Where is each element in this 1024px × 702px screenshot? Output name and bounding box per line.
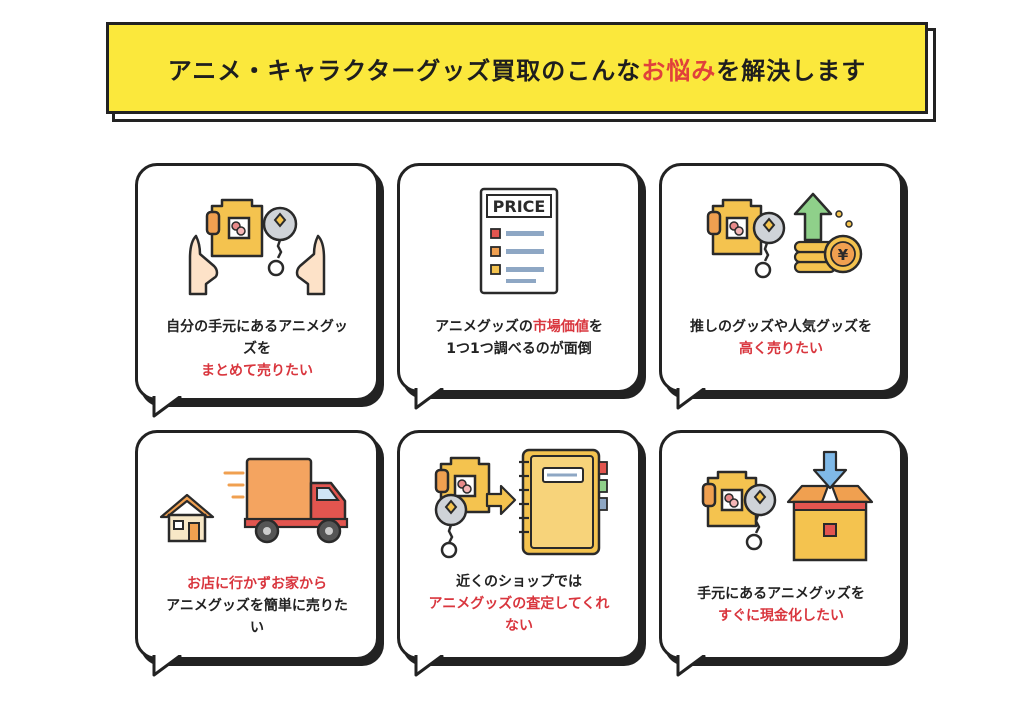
caption-highlight: ない: [505, 618, 533, 634]
goods-coins-up-arrow-icon: ¥: [662, 166, 900, 316]
header-banner: アニメ・キャラクターグッズ買取のこんなお悩みを解決します: [106, 22, 936, 122]
goods-to-notebook-icon: [400, 433, 638, 571]
problem-card-instant-cash: 手元にあるアニメグッズを すぐに現金化したい: [659, 430, 909, 677]
problem-card-bulk-sell: 自分の手元にあるアニメグッ ズを まとめて売りたい: [135, 163, 385, 418]
bubble-tail: [676, 388, 707, 410]
banner-title-accent: お悩み: [641, 56, 717, 85]
price-label: PRICE: [493, 197, 546, 216]
caption-highlight: すぐに現金化したい: [718, 608, 844, 624]
card-bubble: お店に行かずお家から アニメグッズを簡単に売りた い: [135, 430, 379, 660]
card-bubble: PRICE アニメグッズの市場価値を 1つ1つ調べるのが面倒: [397, 163, 641, 393]
card-bubble: 近くのショップでは アニメグッズの査定してくれ ない: [397, 430, 641, 660]
caption-highlight: お店に行かずお家から: [187, 576, 327, 592]
caption-line: アニメグッズを簡単に売りた: [166, 598, 348, 614]
card-caption: 近くのショップでは アニメグッズの査定してくれ ない: [400, 571, 638, 637]
card-caption: アニメグッズの市場価値を 1つ1つ調べるのが面倒: [400, 316, 638, 360]
banner-title-text: アニメ・キャラクターグッズ買取のこんな: [167, 56, 642, 85]
problem-card-sell-from-home: お店に行かずお家から アニメグッズを簡単に売りた い: [135, 430, 385, 677]
caption-line: アニメグッズの市場価値を: [408, 316, 630, 338]
card-caption: お店に行かずお家から アニメグッズを簡単に売りた い: [138, 573, 376, 639]
problem-card-market-value: PRICE アニメグッズの市場価値を 1つ1つ調べるのが面倒: [397, 163, 647, 410]
caption-line: 手元にあるアニメグッズを: [697, 586, 865, 602]
goods-into-box-icon: [662, 433, 900, 583]
house-delivery-truck-icon: [138, 433, 376, 573]
card-bubble: ¥ 推しのグッズや人気グッズを 高く売りたい: [659, 163, 903, 393]
price-list-icon: PRICE: [400, 166, 638, 316]
bubble-tail: [414, 388, 445, 410]
banner-face: アニメ・キャラクターグッズ買取のこんなお悩みを解決します: [106, 22, 928, 114]
bubble-tail: [676, 655, 707, 677]
card-caption: 手元にあるアニメグッズを すぐに現金化したい: [662, 583, 900, 627]
bubble-tail: [152, 396, 183, 418]
caption-line: 近くのショップでは: [456, 574, 582, 590]
caption-line: 推しのグッズや人気グッズを: [690, 319, 872, 335]
bubble-tail: [414, 655, 445, 677]
yen-symbol: ¥: [838, 246, 849, 264]
banner-title-text-end: を解決します: [716, 56, 867, 85]
caption-highlight: アニメグッズの査定してくれ: [428, 596, 610, 612]
caption-text: を: [588, 319, 603, 335]
card-caption: 自分の手元にあるアニメグッ ズを まとめて売りたい: [138, 316, 376, 382]
hands-holding-goods-icon: [138, 166, 376, 316]
card-bubble: 手元にあるアニメグッズを すぐに現金化したい: [659, 430, 903, 660]
card-bubble: 自分の手元にあるアニメグッ ズを まとめて売りたい: [135, 163, 379, 401]
banner-title: アニメ・キャラクターグッズ買取のこんなお悩みを解決します: [168, 51, 867, 86]
caption-highlight: 高く売りたい: [739, 341, 823, 357]
caption-text: アニメグッズの: [435, 319, 533, 335]
bubble-tail: [152, 655, 183, 677]
caption-line: い: [250, 620, 264, 636]
caption-line: 1つ1つ調べるのが面倒: [446, 341, 592, 357]
card-caption: 推しのグッズや人気グッズを 高く売りたい: [662, 316, 900, 360]
caption-highlight: 市場価値: [532, 319, 589, 335]
caption-highlight: まとめて売りたい: [201, 363, 313, 379]
caption-line: ズを: [243, 341, 271, 357]
caption-line: 自分の手元にあるアニメグッ: [166, 319, 348, 335]
problem-card-sell-high: ¥ 推しのグッズや人気グッズを 高く売りたい: [659, 163, 909, 410]
problem-card-no-local-appraisal: 近くのショップでは アニメグッズの査定してくれ ない: [397, 430, 647, 677]
